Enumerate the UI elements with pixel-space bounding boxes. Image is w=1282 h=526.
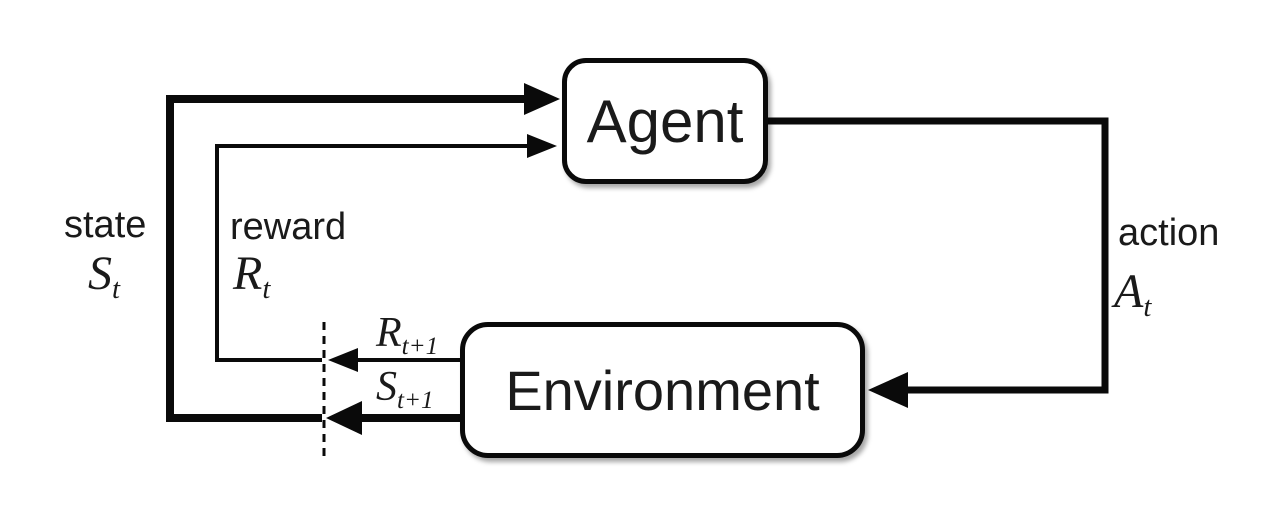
environment-label: Environment [505,358,820,422]
agent-label: Agent [586,87,744,155]
reward-arrowhead [527,134,557,158]
next-reward-symbol-sub: t+1 [401,333,439,361]
action-arrowhead [868,372,908,408]
state-word-label: state [64,204,147,246]
action-symbol-main: A [1114,265,1144,318]
next-state-symbol-main: S [376,364,397,410]
next-reward-symbol-main: R [376,310,402,356]
action-symbol-sub: t [1143,291,1152,324]
reward-symbol-main: R [233,247,263,300]
next-reward-arrowhead [328,348,358,372]
next-state-symbol-sub: t+1 [397,387,434,415]
next-state-arrowhead [326,401,362,435]
state-symbol-main: S [88,247,112,300]
reward-symbol-label: Rt [233,250,270,304]
agent-box: Agent [562,58,768,184]
reward-word-label: reward [230,206,347,248]
action-symbol-label: At [1114,268,1151,322]
action-arrow-line [768,117,1109,394]
action-word-label: action [1118,212,1220,254]
state-arrowhead [524,83,560,115]
state-symbol-label: St [88,250,120,304]
reward-arrow-line [215,144,530,362]
next-state-symbol-label: St+1 [376,366,434,413]
reward-symbol-sub: t [262,273,271,306]
environment-box: Environment [460,322,865,458]
state-arrow-line [166,95,528,422]
next-reward-symbol-label: Rt+1 [376,312,438,359]
state-symbol-sub: t [112,273,121,306]
